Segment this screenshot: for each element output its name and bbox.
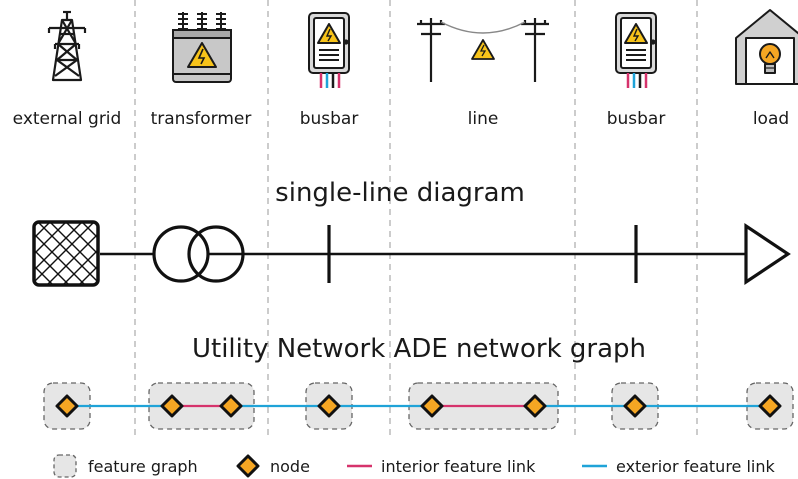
- external-grid-symbol: [32, 220, 100, 287]
- single-line-diagram: [32, 220, 791, 287]
- legend-exterior-link-label: exterior feature link: [616, 457, 776, 476]
- component-label-transformer: transformer: [151, 109, 252, 129]
- graph-node: [317, 394, 341, 418]
- network-graph: [43, 382, 794, 430]
- electrical-cabinet-icon: [308, 12, 350, 88]
- graph-node: [160, 394, 184, 418]
- legend-feature-graph-swatch: [53, 454, 77, 478]
- house-lightbulb-icon: [735, 9, 798, 85]
- graph-node: [623, 394, 647, 418]
- transmission-tower-icon: [47, 10, 87, 82]
- graph-node: [420, 394, 444, 418]
- graph-node: [219, 394, 243, 418]
- component-label-line: line: [468, 109, 499, 129]
- legend-node-swatch: [236, 454, 260, 478]
- component-label-busbar: busbar: [300, 109, 359, 129]
- transformer-symbol: [152, 225, 245, 283]
- component-label-external-grid: external grid: [13, 109, 122, 129]
- column-separators: [134, 0, 698, 440]
- load-symbol: [744, 223, 791, 285]
- graph-node: [758, 394, 782, 418]
- graph-node: [523, 394, 547, 418]
- legend-feature-graph-label: feature graph: [88, 457, 198, 476]
- power-line-poles-icon: [417, 18, 549, 82]
- electrical-cabinet-icon: [615, 12, 657, 88]
- component-label-busbar: busbar: [607, 109, 666, 129]
- single-line-title: single-line diagram: [275, 178, 525, 208]
- legend-node-label: node: [270, 457, 310, 476]
- legend-interior-link-label: interior feature link: [381, 457, 536, 476]
- network-graph-title: Utility Network ADE network graph: [192, 334, 646, 364]
- component-label-load: load: [753, 109, 789, 129]
- transformer-icon: [172, 12, 232, 83]
- legend: feature graph node interior feature link…: [53, 454, 776, 478]
- graph-node: [55, 394, 79, 418]
